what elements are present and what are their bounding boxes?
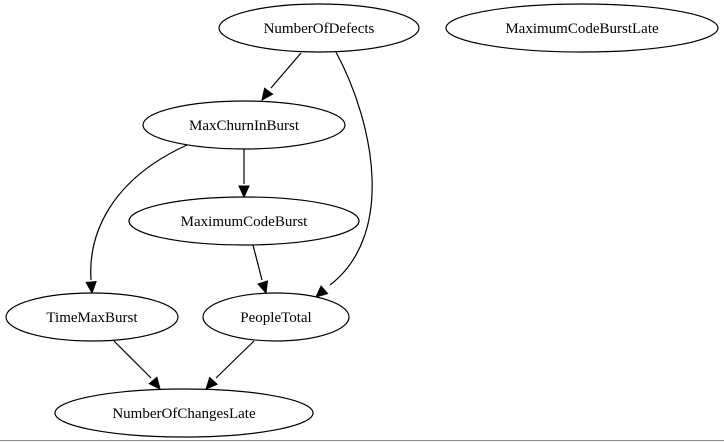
- node-maximum-code-burst-late: MaximumCodeBurstLate: [445, 3, 719, 53]
- node-ellipse: [54, 388, 314, 438]
- node-ellipse: [218, 3, 420, 53]
- edge-line: [329, 51, 373, 286]
- node-number-of-defects: NumberOfDefects: [218, 3, 420, 53]
- node-label: PeopleTotal: [240, 310, 311, 326]
- edge-time-max-burst-to-number-of-changes-late: [113, 340, 161, 390]
- edges-layer: [85, 51, 373, 390]
- node-max-churn-in-burst: MaxChurnInBurst: [142, 100, 346, 150]
- node-ellipse: [5, 292, 179, 342]
- node-people-total: PeopleTotal: [202, 292, 350, 342]
- node-label: NumberOfDefects: [264, 21, 375, 37]
- node-label: MaximumCodeBurst: [181, 214, 308, 230]
- edge-people-total-to-number-of-changes-late: [205, 340, 255, 390]
- arrowhead-icon: [238, 185, 250, 199]
- arrowhead-icon: [85, 281, 97, 295]
- arrowhead-icon: [205, 376, 219, 390]
- node-label: MaximumCodeBurstLate: [505, 21, 659, 37]
- edge-number-of-defects-to-max-churn-in-burst: [261, 52, 302, 101]
- node-label: NumberOfChangesLate: [112, 406, 256, 422]
- edge-max-churn-in-burst-to-maximum-code-burst: [238, 149, 250, 199]
- arrowhead-icon: [315, 285, 329, 298]
- node-ellipse: [142, 100, 346, 150]
- edge-line: [90, 144, 188, 281]
- node-ellipse: [445, 3, 719, 53]
- edge-line: [270, 52, 302, 89]
- node-maximum-code-burst: MaximumCodeBurst: [128, 196, 360, 246]
- edge-line: [113, 340, 152, 379]
- node-ellipse: [128, 196, 360, 246]
- node-ellipse: [202, 292, 350, 342]
- edge-line: [215, 340, 255, 379]
- nodes-layer: NumberOfDefects MaximumCodeBurstLateMaxCh…: [5, 3, 719, 438]
- arrowhead-icon: [257, 280, 269, 295]
- node-time-max-burst: TimeMaxBurst: [5, 292, 179, 342]
- edge-maximum-code-burst-to-people-total: [252, 244, 269, 295]
- arrowhead-icon: [148, 376, 161, 390]
- node-number-of-changes-late: NumberOfChangesLate: [54, 388, 314, 438]
- edge-line: [252, 244, 263, 281]
- node-label: MaxChurnInBurst: [189, 118, 300, 134]
- edge-number-of-defects-to-people-total: [315, 51, 373, 298]
- edge-max-churn-in-burst-to-time-max-burst: [85, 144, 188, 295]
- arrowhead-icon: [261, 87, 274, 101]
- node-label: TimeMaxBurst: [46, 310, 138, 326]
